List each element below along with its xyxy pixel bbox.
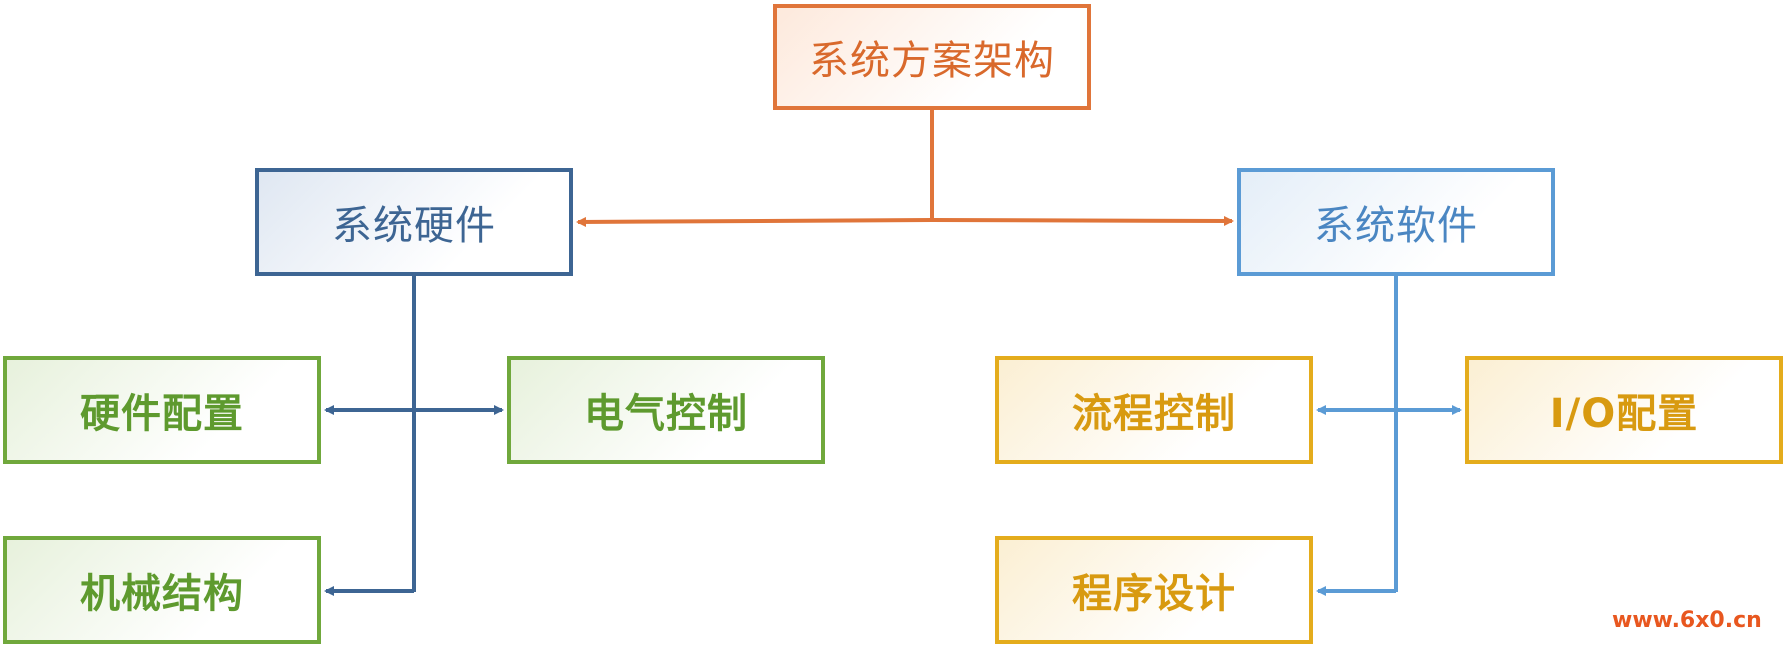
node-software: 系统软件: [1237, 168, 1555, 276]
node-flow-control-label: 流程控制: [1072, 391, 1236, 437]
arrow-root-to-hardware: [576, 216, 933, 227]
node-hw-config-label: 硬件配置: [80, 391, 244, 437]
node-programming: 程序设计: [995, 536, 1313, 644]
node-mechanical: 机械结构: [3, 536, 321, 644]
node-io-config: I/O配置: [1465, 356, 1783, 464]
node-io-config-label: I/O配置: [1549, 391, 1699, 437]
node-hw-config: 硬件配置: [3, 356, 321, 464]
node-flow-control: 流程控制: [995, 356, 1313, 464]
watermark: www.6x0.cn: [1612, 608, 1762, 633]
node-electric: 电气控制: [507, 356, 825, 464]
node-programming-label: 程序设计: [1072, 571, 1236, 617]
node-root: 系统方案架构: [773, 4, 1091, 110]
arrow-root-to-software: [931, 215, 1234, 226]
node-hardware: 系统硬件: [255, 168, 573, 276]
node-electric-label: 电气控制: [584, 391, 748, 437]
node-hardware-label: 系统硬件: [332, 203, 496, 249]
node-mechanical-label: 机械结构: [80, 571, 244, 617]
node-root-label: 系统方案架构: [809, 38, 1055, 84]
node-software-label: 系统软件: [1314, 203, 1478, 249]
